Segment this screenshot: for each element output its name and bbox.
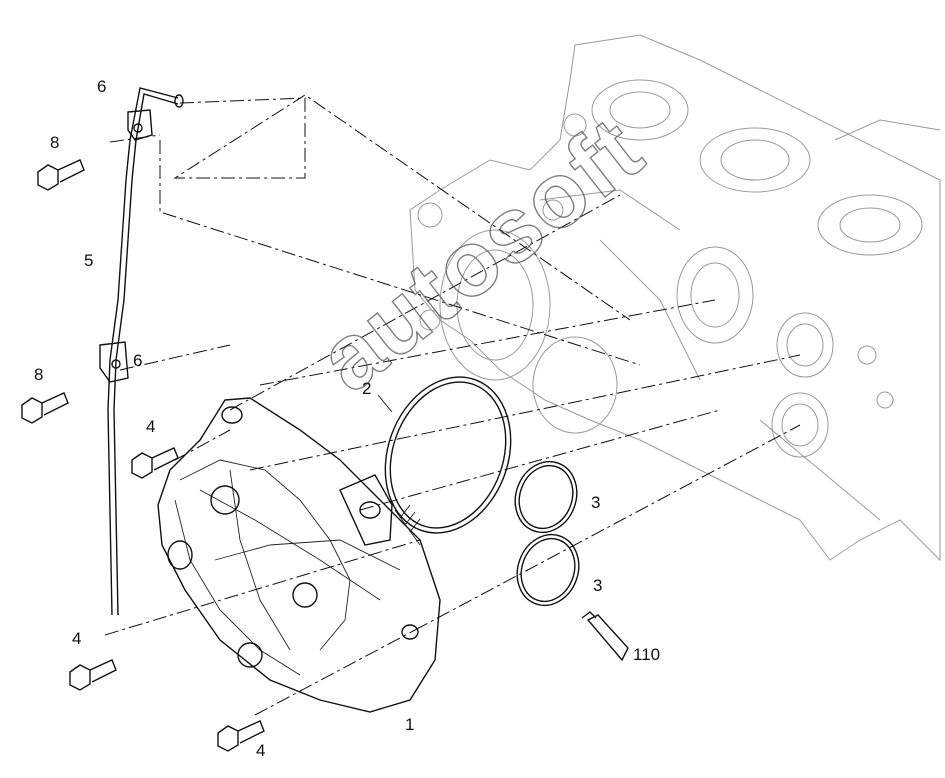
engine-block bbox=[409, 34, 941, 562]
callout-1: 1 bbox=[405, 715, 415, 734]
callout-6-mid: 6 bbox=[133, 351, 143, 370]
bracket-mid bbox=[99, 341, 129, 383]
callout-8-top: 8 bbox=[50, 133, 60, 152]
bolt-4-low bbox=[69, 659, 117, 691]
timing-cover bbox=[157, 397, 441, 713]
callout-4-left: 4 bbox=[146, 417, 156, 436]
bolt-4-left bbox=[131, 447, 179, 479]
sealant-tube bbox=[581, 611, 629, 662]
bolt-8-mid bbox=[21, 392, 69, 424]
callout-3-top: 3 bbox=[591, 493, 601, 512]
callout-110: 110 bbox=[633, 645, 661, 664]
callout-8-mid: 8 bbox=[34, 365, 44, 384]
o-ring-small-top bbox=[514, 460, 578, 534]
projection-lines bbox=[104, 94, 801, 716]
dipstick-tube bbox=[107, 87, 184, 616]
bolt-4-bottom bbox=[217, 720, 265, 752]
callout-2: 2 bbox=[362, 379, 372, 398]
o-ring-large bbox=[384, 376, 512, 534]
callout-5: 5 bbox=[84, 251, 94, 270]
o-ring-small-bottom bbox=[516, 533, 580, 607]
callout-6-top: 6 bbox=[97, 77, 107, 96]
bracket-top bbox=[127, 109, 153, 141]
bolt-8-top bbox=[37, 159, 85, 191]
callout-4-low: 4 bbox=[72, 629, 82, 648]
callout-3-bottom: 3 bbox=[593, 576, 603, 595]
callout-4-bottom: 4 bbox=[256, 741, 266, 760]
leader-lines bbox=[377, 394, 393, 413]
